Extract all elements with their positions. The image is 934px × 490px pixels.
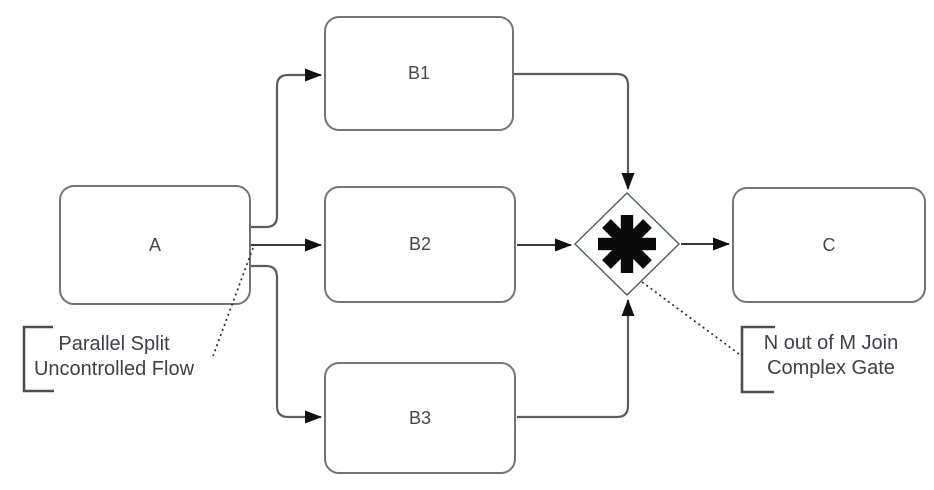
node-a-label: A (148, 234, 161, 255)
annotation-parallel-split-line1: Parallel Split (58, 333, 170, 355)
node-b1-label: B1 (407, 63, 431, 83)
node-b2: B2 (324, 186, 516, 303)
node-a: A (59, 185, 251, 305)
node-c-label: C (822, 234, 836, 255)
leader-line-complex-join (641, 281, 740, 355)
node-b3: B3 (324, 362, 516, 474)
node-c: C (732, 187, 926, 303)
node-b2-label: B2 (408, 234, 432, 254)
node-b3-label: B3 (408, 407, 432, 428)
annotation-parallel-split: Parallel Split Uncontrolled Flow (25, 332, 203, 382)
complex-gateway-asterisk-icon (598, 215, 656, 273)
complex-gateway-diamond (574, 192, 680, 296)
annotation-complex-join: N out of M Join Complex Gate (748, 331, 914, 381)
annotation-complex-join-line2: Complex Gate (767, 357, 895, 379)
annotation-complex-join-line1: N out of M Join (763, 332, 899, 354)
annotation-parallel-split-line2: Uncontrolled Flow (33, 358, 195, 380)
node-b1: B1 (324, 16, 514, 131)
flow-b1-to-gateway (514, 72, 635, 190)
flow-a-to-b3 (251, 264, 322, 424)
flow-b3-to-gateway (517, 299, 635, 419)
flow-a-to-b1 (251, 68, 322, 229)
